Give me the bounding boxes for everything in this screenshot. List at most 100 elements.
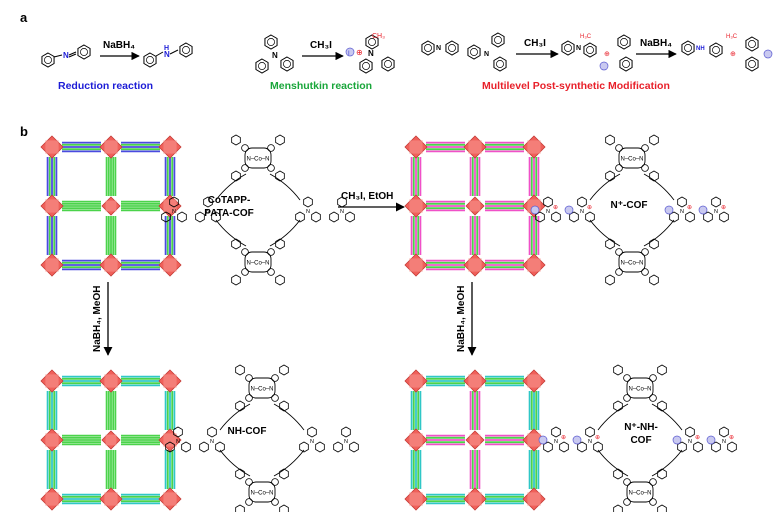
cof-structure-4: N–Co–NN–Co–NN⊕N⊕N⊕N⊕ (538, 364, 737, 516)
linker-bundle (528, 450, 540, 489)
psm-end-methyl: H₃C (726, 34, 738, 40)
porphyrin-node-face (527, 140, 541, 154)
psm-end-plus: ⊕ (730, 51, 736, 58)
tpa-plus-label: ⊕ (729, 435, 734, 441)
tpa-n-label: N (210, 439, 214, 445)
linker-bundle (62, 493, 101, 505)
reaction-3-multilevel-psm: N N CH₃I N H₃C ⊕ NaBH₄ NH H₃C ⊕ (421, 32, 773, 92)
imine-linkage (597, 403, 629, 431)
reaction-2-reagent: CH₃I (310, 40, 332, 51)
porphyrin-core-label: N–Co–N (620, 261, 643, 267)
imine-molecule: N (41, 44, 91, 68)
linker-bundle (485, 434, 524, 446)
imine-linkage (589, 219, 621, 247)
triphenylamine-unit: N (295, 196, 321, 223)
reaction-3-reagent-1: CH₃I (524, 38, 546, 49)
linker-bundle (485, 493, 524, 505)
triphenylamine-unit: N⊕ (664, 196, 695, 223)
arrow-reduction-right-reagent: NaBH₄, MeOH (456, 286, 467, 352)
porphyrin-node-face (468, 140, 482, 154)
tpa-n-label: N (310, 439, 314, 445)
linker-bundle (485, 375, 524, 387)
tpa-n-label: N (580, 209, 584, 215)
plus-charge: ⊕ (356, 48, 363, 57)
porphyrin-node-face (104, 374, 118, 388)
porphyrin-node-face (104, 140, 118, 154)
porphyrin-node-face (45, 374, 59, 388)
imine-linkage (589, 173, 621, 201)
linker-bundle (62, 375, 101, 387)
porphyrin-core-label: N–Co–N (628, 491, 651, 497)
porphyrin-unit: N–Co–N (605, 238, 659, 286)
triphenylamine-unit: N (195, 196, 221, 223)
cof-1-name-line1: CoTAPP- (208, 195, 251, 206)
tpa-n-label: N (172, 209, 176, 215)
cof-structure-2: N–Co–NN–Co–NN⊕N⊕N⊕N⊕ (530, 134, 729, 286)
triphenylamine-molecule: N (255, 34, 294, 74)
linker-bundle (410, 450, 422, 489)
psm-mid-methyl: H₃C (580, 34, 592, 40)
porphyrin-node-face (104, 258, 118, 272)
porphyrin-node-face (105, 434, 117, 446)
porphyrin-node-face (409, 199, 423, 213)
reaction-2-title: Menshutkin reaction (270, 80, 372, 92)
tpa-n-label: N (206, 209, 210, 215)
linker-bundle (121, 493, 160, 505)
porphyrin-node-face (45, 199, 59, 213)
cof-4-name-line1: N⁺-NH- (624, 422, 658, 433)
triphenylamine-unit: N⊕ (564, 196, 595, 223)
linker-bundle (485, 141, 524, 153)
tpa-plus-label: ⊕ (561, 435, 566, 441)
porphyrin-node-face (468, 374, 482, 388)
imine-linkage (273, 403, 305, 431)
cof-2-name-line1: N⁺-COF (611, 200, 648, 211)
linker-bundle (528, 157, 540, 196)
porphyrin-unit: N–Co–N (613, 468, 667, 516)
psm-mid-n1: N (576, 45, 581, 52)
linker-bundle (164, 391, 176, 430)
porphyrin-node-face (45, 140, 59, 154)
psm-mid-molecule: N H₃C ⊕ (561, 34, 633, 72)
triphenylamine-unit: N (329, 196, 355, 223)
tpa-n-label: N (688, 439, 692, 445)
linker-bundle (410, 157, 422, 196)
framework-lattice-2 (404, 135, 546, 277)
linker-bundle (62, 200, 101, 212)
porphyrin-core-label: N–Co–N (250, 387, 273, 393)
ammonium-n-atom: N (368, 49, 374, 58)
linker-bundle (121, 259, 160, 271)
linker-bundle (528, 391, 540, 430)
porphyrin-core-label: N–Co–N (246, 157, 269, 163)
linker-bundle (469, 450, 481, 489)
imine-linkage (273, 449, 305, 477)
porphyrin-node-face (45, 258, 59, 272)
triphenylamine-unit: N (333, 426, 359, 453)
imine-linkage (643, 219, 675, 247)
reaction-3-title: Multilevel Post-synthetic Modification (482, 80, 670, 92)
tpa-n-label: N (680, 209, 684, 215)
triphenylamine-unit: N⊕ (706, 426, 737, 453)
tpa-n-label: N (588, 439, 592, 445)
tpa-n-label: N (722, 439, 726, 445)
porphyrin-core-label: N–Co–N (246, 261, 269, 267)
imine-linkage (215, 173, 247, 201)
porphyrin-node-face (468, 258, 482, 272)
linker-bundle (469, 391, 481, 430)
porphyrin-node-face (469, 434, 481, 446)
porphyrin-node-face (469, 200, 481, 212)
linker-bundle (121, 200, 160, 212)
triphenylamine-unit: N (199, 426, 225, 453)
imine-linkage (219, 403, 251, 431)
porphyrin-node-face (409, 140, 423, 154)
tpa-n-label: N (176, 439, 180, 445)
triphenylamine-unit: N⊕ (698, 196, 729, 223)
linker-bundle (121, 141, 160, 153)
porphyrin-node-face (409, 374, 423, 388)
tpa-n-atom: N (272, 51, 278, 60)
linker-bundle (469, 157, 481, 196)
imine-n-atom: N (63, 51, 69, 60)
tpa-n-label: N (344, 439, 348, 445)
porphyrin-unit: N–Co–N (605, 134, 659, 182)
porphyrin-unit: N–Co–N (613, 364, 667, 412)
